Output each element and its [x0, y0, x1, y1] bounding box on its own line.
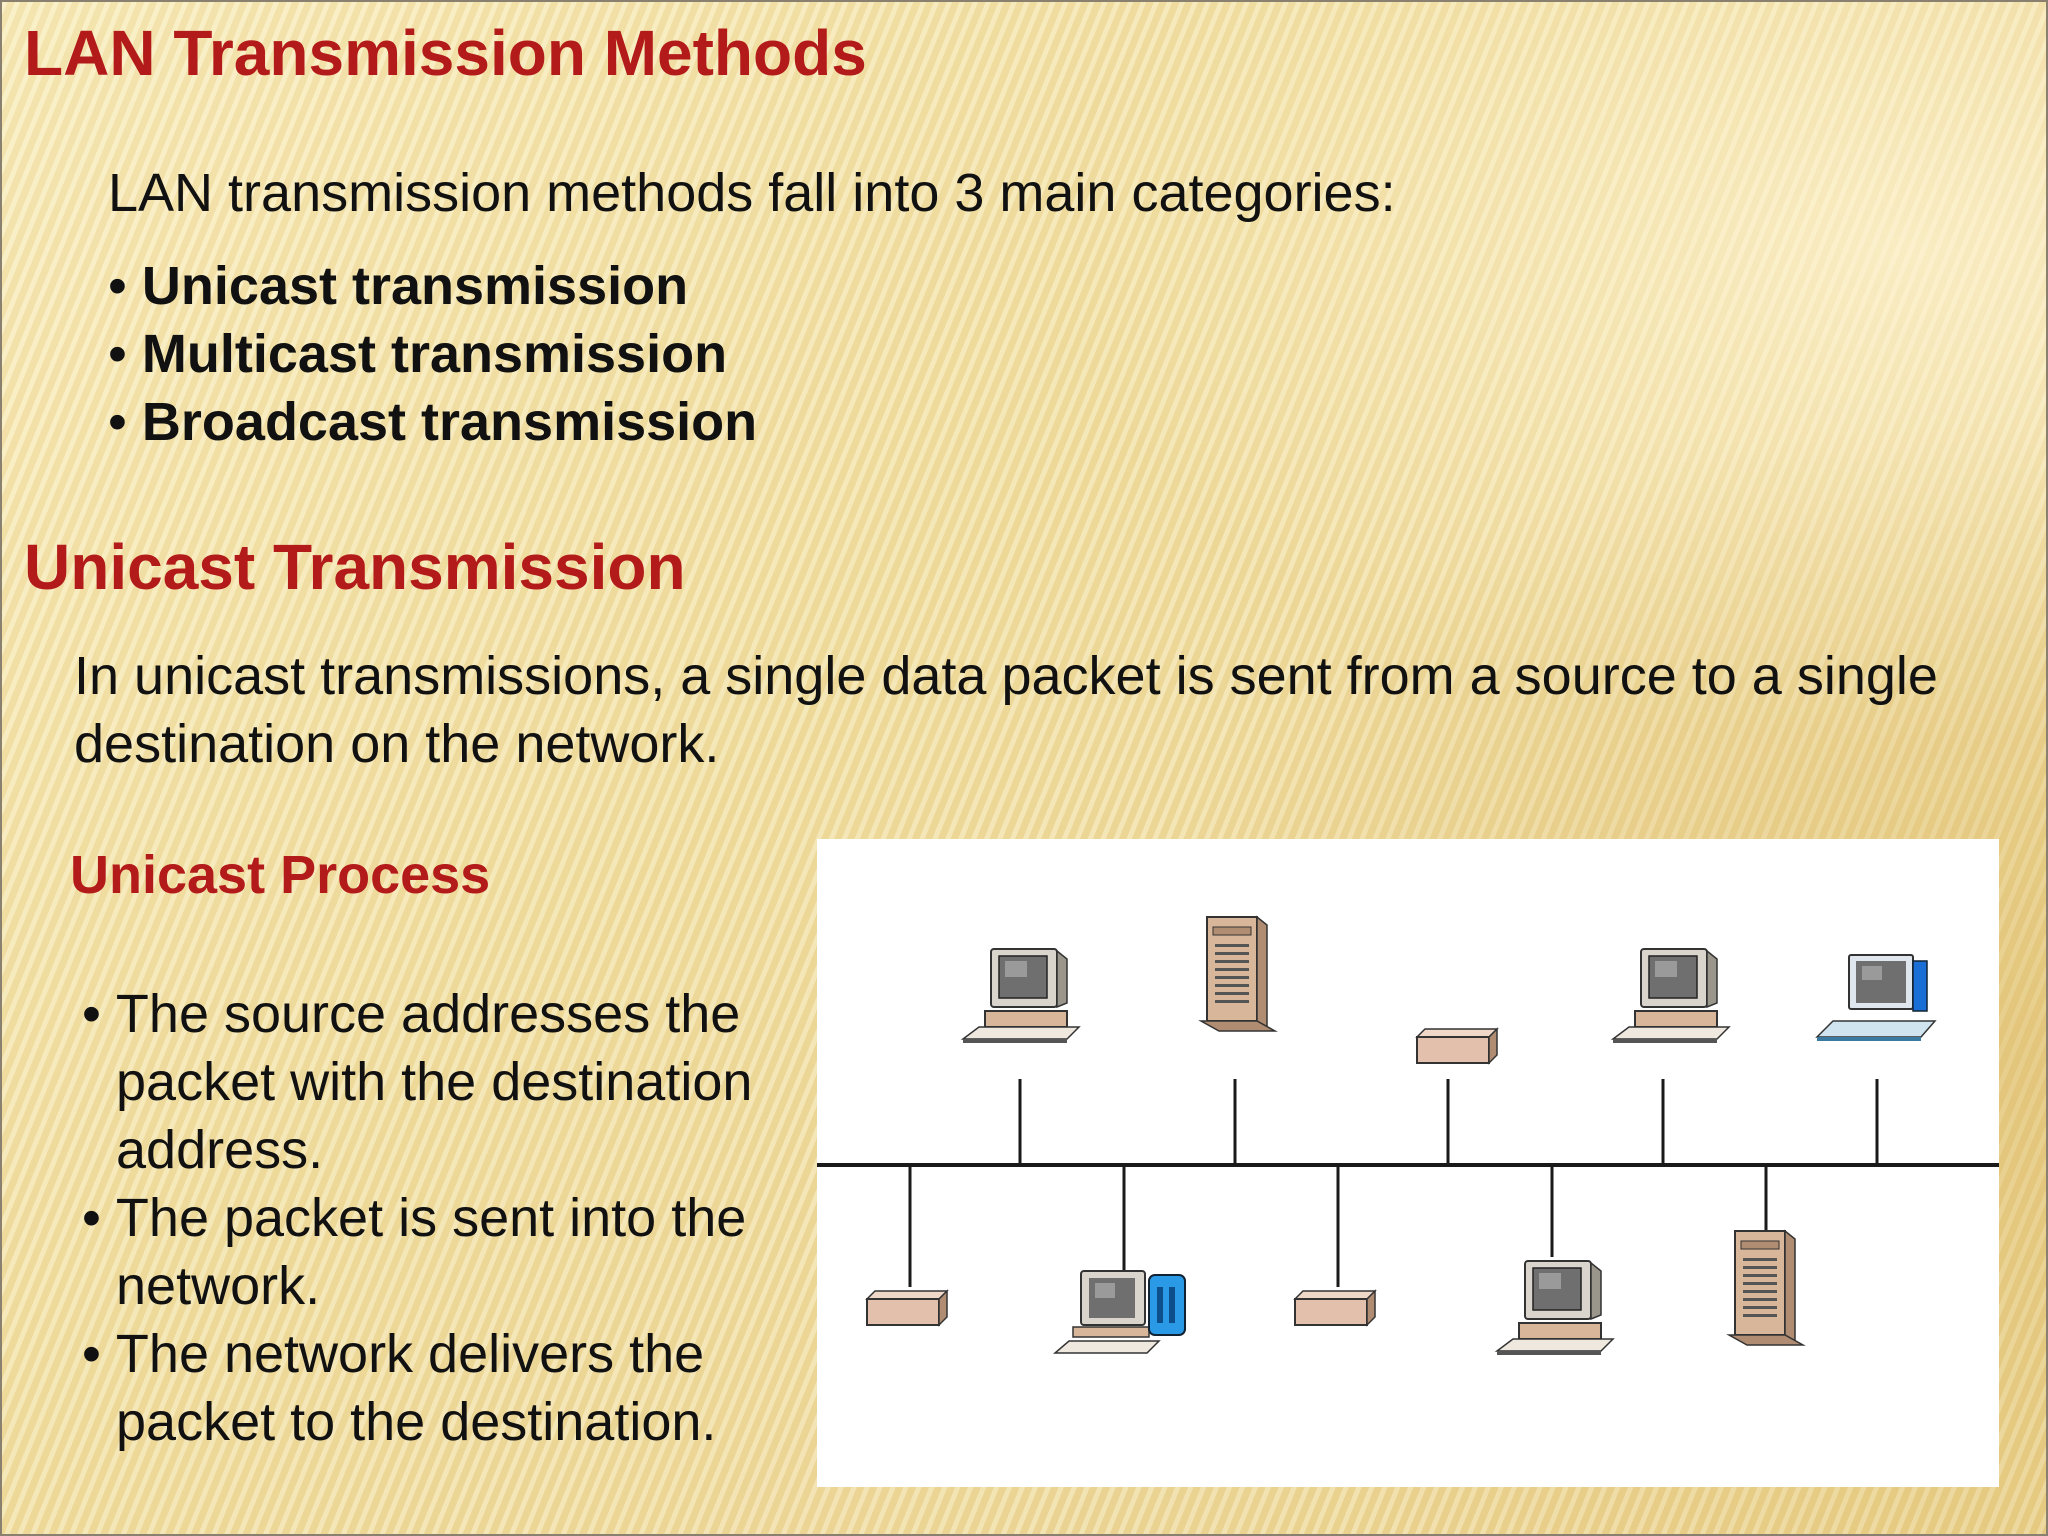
laptop-computer-icon	[1816, 954, 1936, 1042]
network-printer-icon	[866, 1290, 948, 1326]
list-item: The source addresses the packet with the…	[70, 980, 790, 1184]
desktop-computer-icon	[1612, 948, 1730, 1044]
network-printer-icon	[1294, 1290, 1376, 1326]
process-steps: The source addresses the packet with the…	[70, 980, 790, 1456]
list-item: The network delivers the packet to the d…	[70, 1320, 790, 1456]
section-heading: Unicast Transmission	[24, 531, 686, 603]
tower-server-icon	[1200, 916, 1276, 1032]
desktop-computer-icon	[1496, 1260, 1614, 1356]
desktop-computer-icon	[962, 948, 1080, 1044]
process-heading: Unicast Process	[70, 845, 491, 905]
connector-lines	[908, 1079, 1879, 1287]
list-item: Unicast transmission	[108, 252, 757, 320]
list-item: Multicast transmission	[108, 320, 757, 388]
section-text: In unicast transmissions, a single data …	[74, 646, 1938, 774]
list-item: Broadcast transmission	[108, 388, 757, 456]
category-list: Unicast transmission Multicast transmiss…	[108, 252, 757, 456]
slide-title: LAN Transmission Methods	[24, 17, 867, 89]
desktop-computer-with-drive-icon	[1054, 1270, 1186, 1354]
network-printer-icon	[1416, 1028, 1498, 1064]
network-diagram-svg	[817, 916, 1999, 1356]
tower-server-icon	[1728, 1230, 1804, 1346]
list-item: The packet is sent into the network.	[70, 1184, 790, 1320]
intro-text: LAN transmission methods fall into 3 mai…	[108, 163, 1396, 223]
network-diagram	[817, 839, 1999, 1487]
